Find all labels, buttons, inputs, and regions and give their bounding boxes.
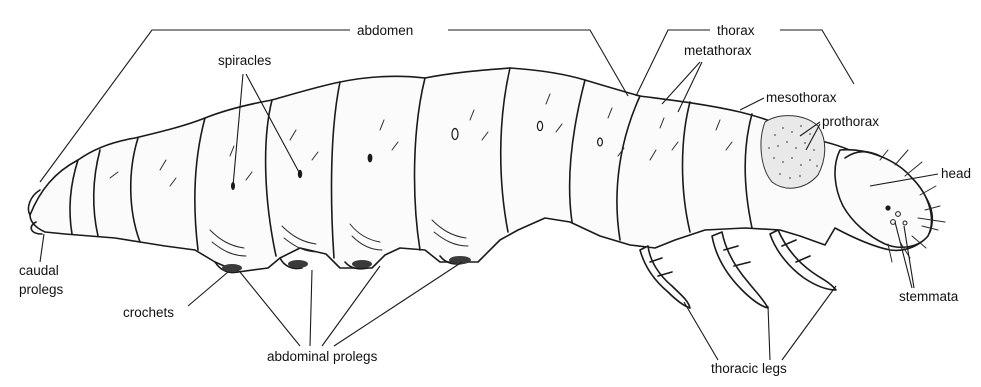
caudal-leader — [40, 234, 44, 262]
label-thorax: thorax — [717, 23, 755, 38]
label-caudal-2: prolegs — [19, 282, 64, 297]
label-thoracic-legs: thoracic legs — [711, 361, 787, 376]
thoracic-leg-2 — [712, 232, 768, 308]
label-spiracles: spiracles — [218, 53, 272, 68]
label-abdominal-prolegs: abdominal prolegs — [267, 349, 378, 364]
crochets-leader — [188, 272, 228, 306]
label-prothorax: prothorax — [822, 114, 879, 129]
abdominal-proleg-2 — [280, 258, 308, 269]
thorax-bracket — [636, 30, 854, 96]
thoracic-leg-1 — [640, 246, 690, 308]
label-metathorax: metathorax — [684, 43, 752, 58]
label-stemmata: stemmata — [899, 289, 959, 304]
prothoracic-shield — [761, 116, 825, 189]
label-crochets: crochets — [123, 305, 174, 320]
label-caudal-1: caudal — [19, 263, 59, 278]
label-abdomen: abdomen — [357, 23, 413, 38]
abdominal-prolegs-leader — [240, 262, 462, 346]
mesothorax-leader — [740, 98, 764, 110]
label-head: head — [941, 166, 971, 181]
label-mesothorax: mesothorax — [766, 90, 837, 105]
